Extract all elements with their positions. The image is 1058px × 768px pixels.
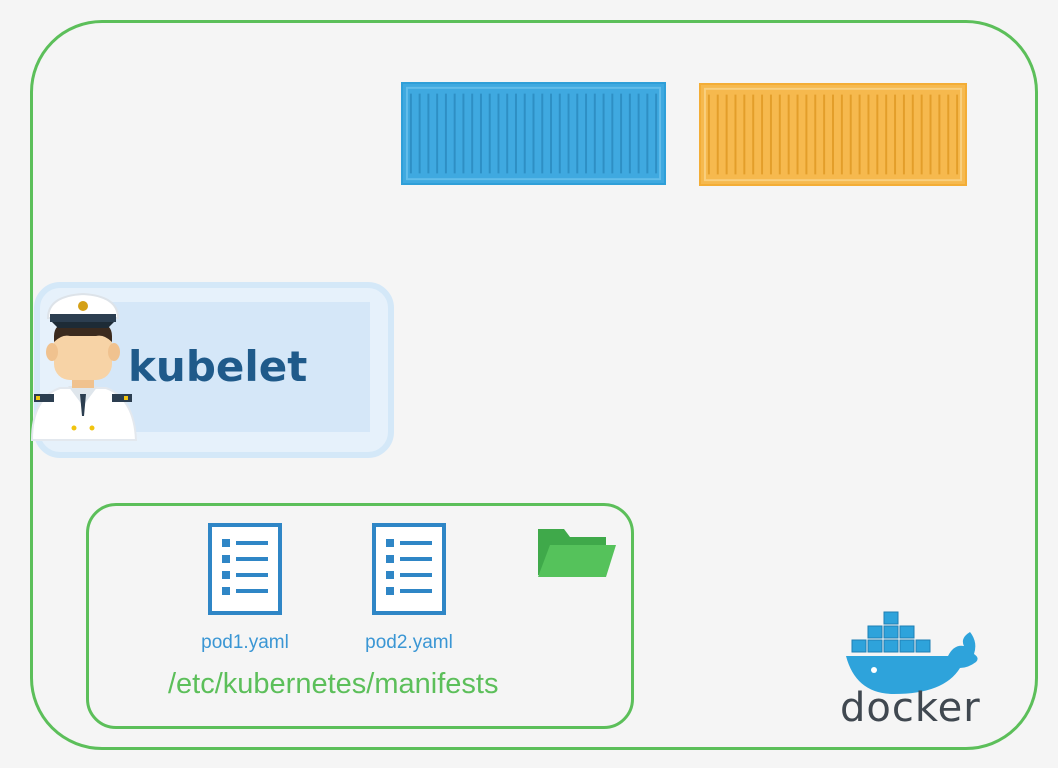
kubelet-label: kubelet (128, 342, 308, 391)
file-label-pod1: pod1.yaml (201, 632, 289, 653)
folder-icon (538, 529, 616, 577)
docker-label: docker (840, 685, 981, 731)
manifests-path-label: /etc/kubernetes/manifests (168, 668, 499, 700)
document-icon (372, 523, 446, 615)
orange-container-ribs (703, 87, 963, 182)
worker-node-boundary (30, 20, 1038, 750)
orange-container (699, 83, 967, 186)
captain-icon (30, 292, 138, 441)
document-icon (208, 523, 282, 615)
file-label-pod2: pod2.yaml (365, 632, 453, 653)
blue-container (401, 82, 666, 185)
docker-whale-icon (846, 611, 978, 694)
blue-container-ribs (405, 86, 662, 181)
manifests-directory-box (86, 503, 634, 729)
